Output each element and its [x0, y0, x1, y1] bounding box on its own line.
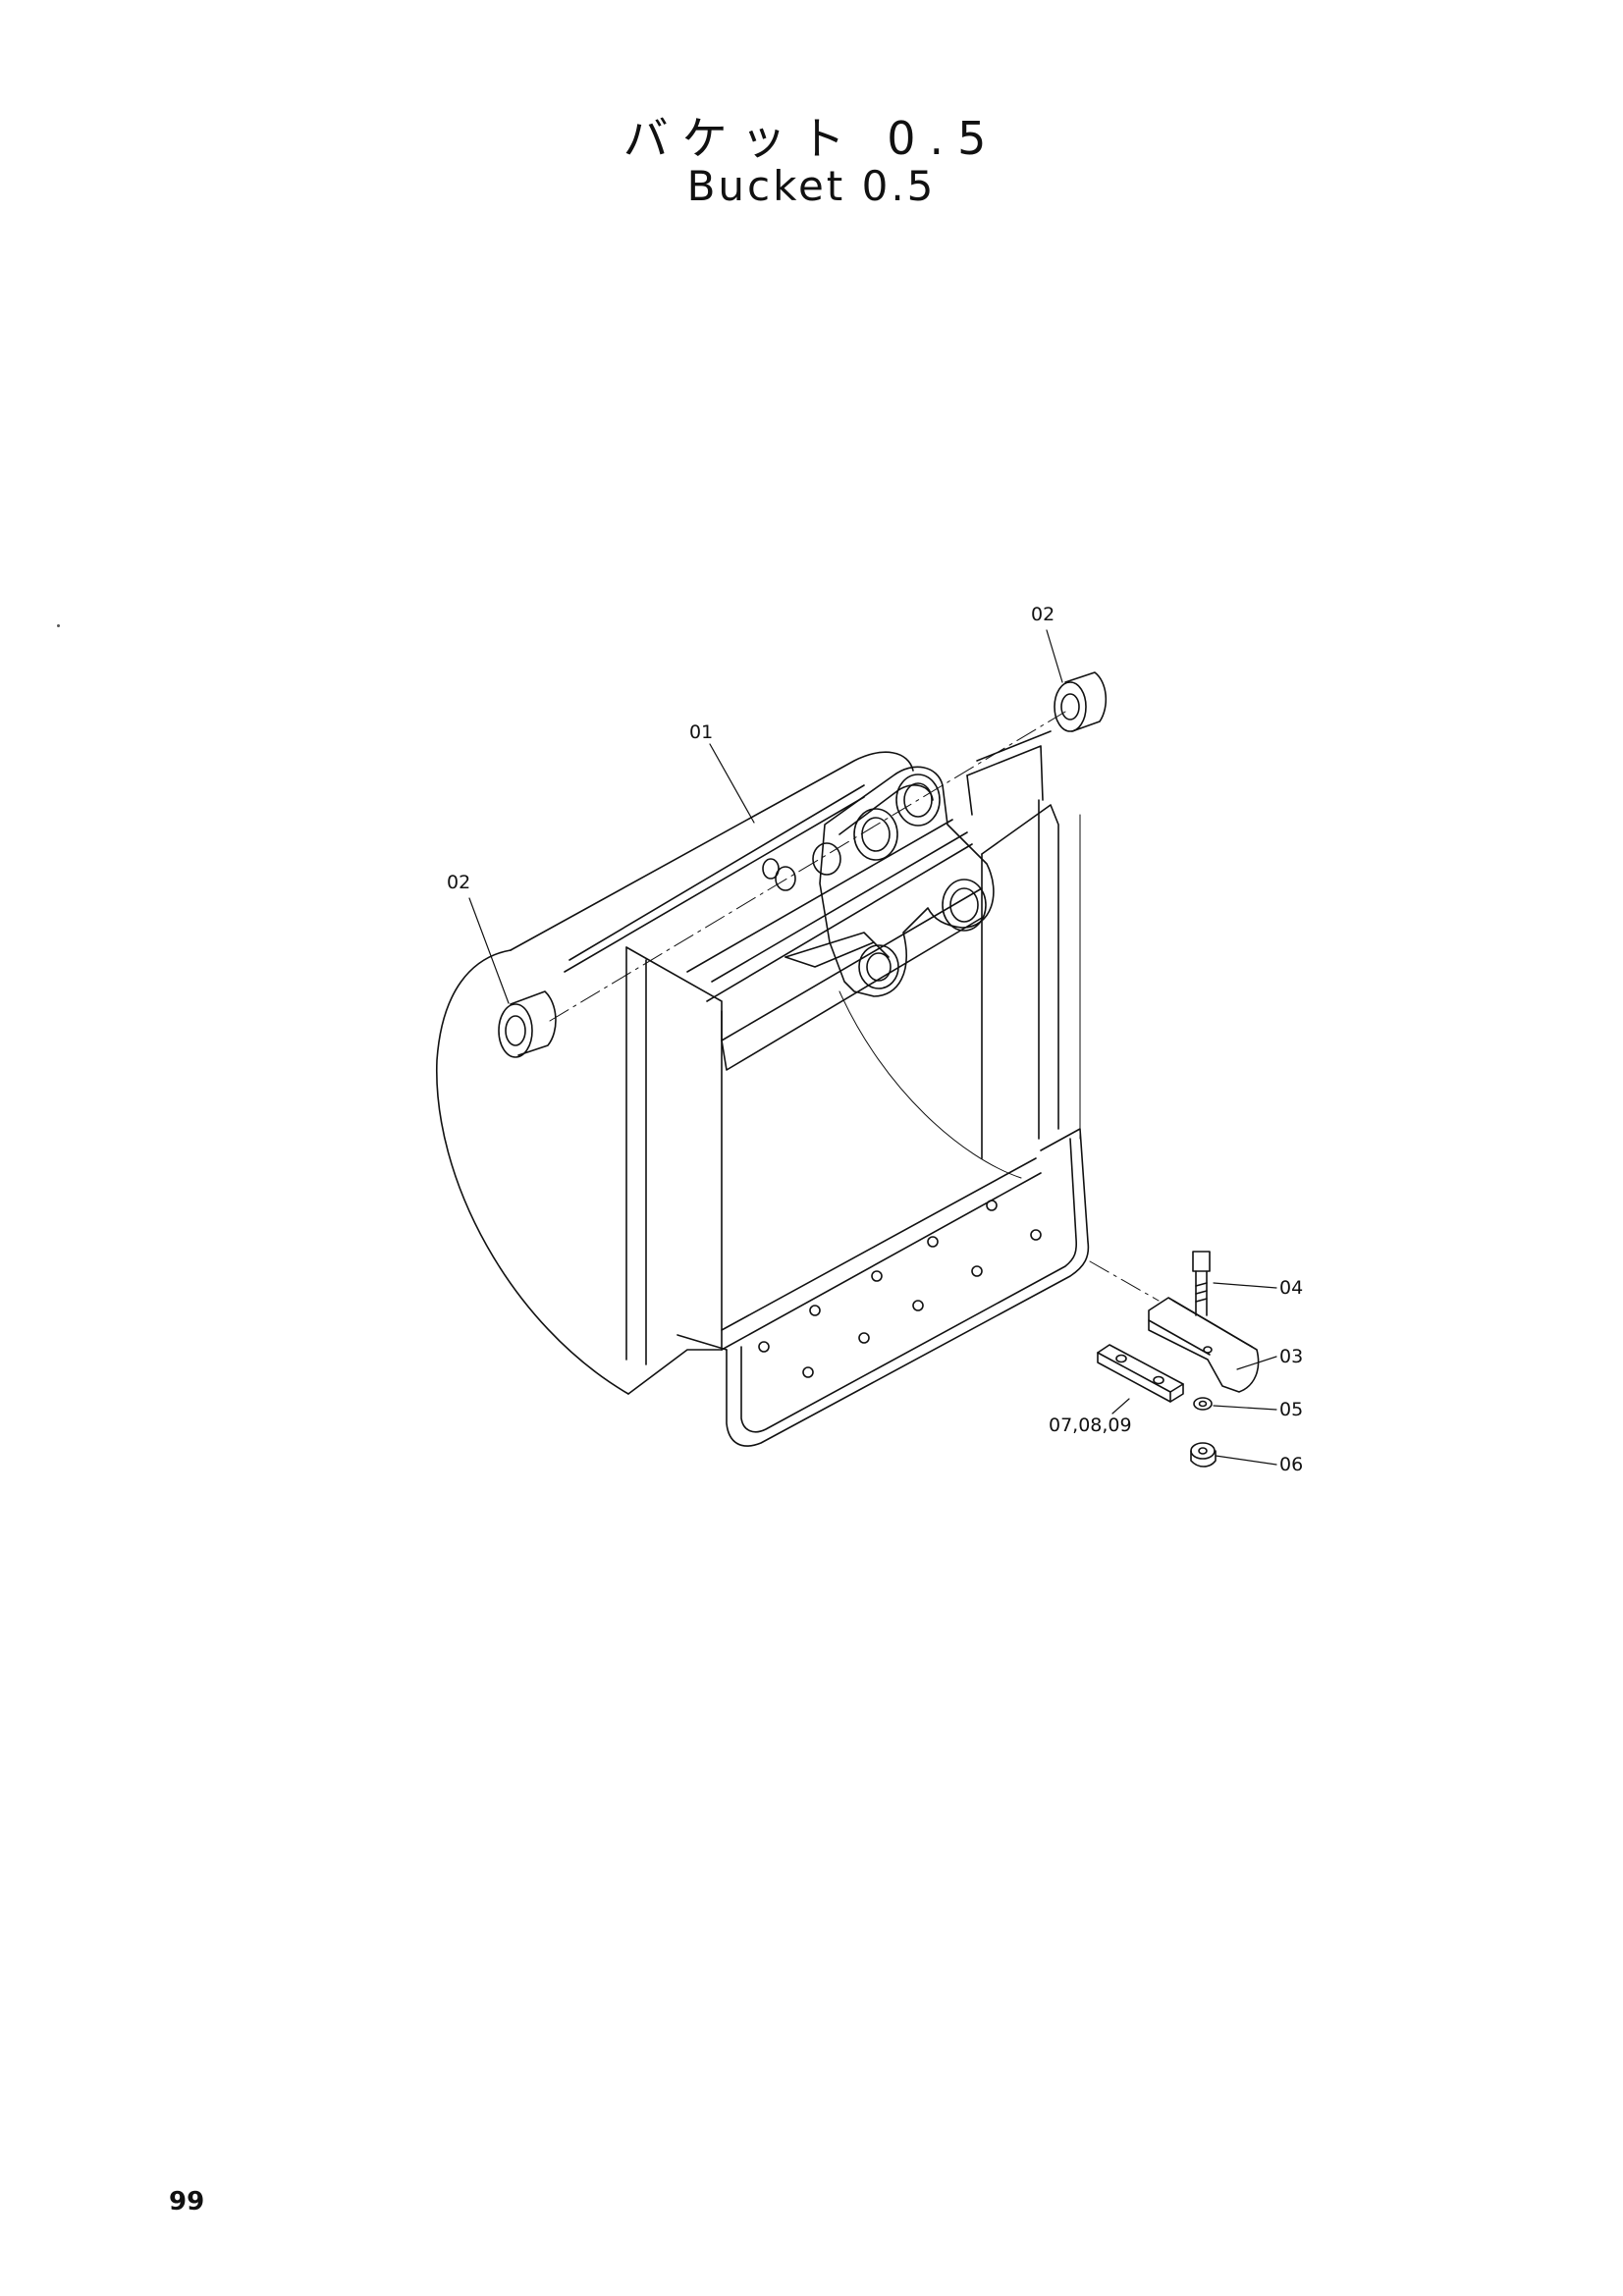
callout-02-top: 02	[1031, 604, 1055, 625]
shim-plate-07-08-09	[1097, 1344, 1184, 1403]
pin-boss-top	[1054, 671, 1108, 732]
cutting-edge-holes	[758, 1200, 1042, 1378]
scan-speck	[57, 624, 60, 627]
tooth-washer-05	[1193, 1397, 1213, 1411]
callout-07-08-09: 07,08,09	[1049, 1415, 1132, 1436]
bucket-body	[436, 730, 1090, 1447]
tooth-bolt-04	[1192, 1251, 1211, 1316]
callout-03: 03	[1279, 1346, 1303, 1367]
callout-02-left: 02	[447, 872, 470, 893]
page-title-japanese: バケット 0.5	[622, 112, 1001, 165]
tooth-nut-06	[1190, 1442, 1217, 1468]
page-title-english: Bucket 0.5	[686, 162, 937, 210]
callout-01: 01	[689, 721, 713, 743]
pin-axis-lines	[549, 711, 1160, 1302]
bucket-tooth-03	[1148, 1297, 1260, 1393]
callout-04: 04	[1279, 1277, 1303, 1299]
page-number: 99	[169, 2187, 205, 2216]
bucket-link-brackets	[762, 766, 995, 997]
callout-leaders	[468, 629, 1277, 1466]
callout-06: 06	[1279, 1454, 1303, 1475]
callout-05: 05	[1279, 1399, 1303, 1420]
